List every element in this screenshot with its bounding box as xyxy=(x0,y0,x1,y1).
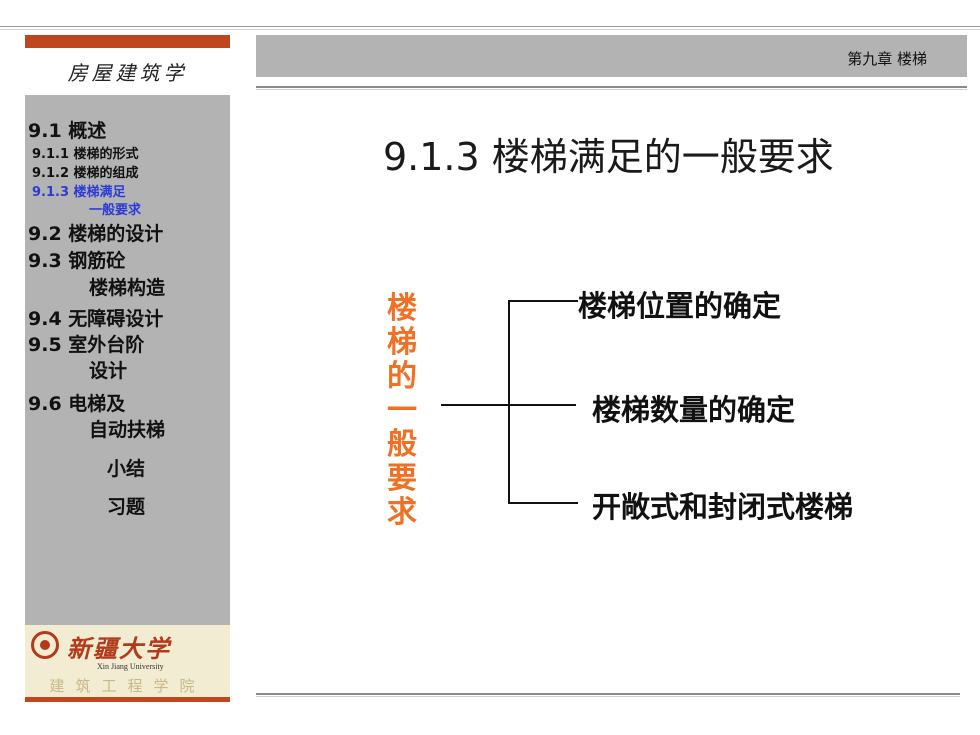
root-char: 要 xyxy=(387,461,417,496)
university-name-en: Xin Jiang University xyxy=(97,662,164,671)
top-rule-secondary xyxy=(0,29,980,30)
nav-item-9-1[interactable]: 9.1 概述 xyxy=(28,120,107,142)
nav-item-9-5-cont[interactable]: 设计 xyxy=(89,360,128,382)
nav-item-9-3[interactable]: 9.3 钢筋砼 xyxy=(28,250,126,272)
root-char: 一 xyxy=(387,393,417,428)
college-name: 建筑工程学院 xyxy=(49,677,206,695)
nav-item-9-1-2[interactable]: 9.1.2 楼梯的组成 xyxy=(32,166,139,181)
nav-item-9-4[interactable]: 9.4 无障碍设计 xyxy=(28,308,164,330)
nav-item-9-1-1[interactable]: 9.1.1 楼梯的形式 xyxy=(32,147,139,162)
root-char: 楼 xyxy=(387,291,417,326)
branch-location: 楼梯位置的确定 xyxy=(578,289,782,323)
nav-item-summary[interactable]: 小结 xyxy=(107,458,146,480)
nav-item-exercises[interactable]: 习题 xyxy=(107,496,146,518)
nav-item-9-1-3-cont[interactable]: 一般要求 xyxy=(89,203,142,218)
slide-title: 9.1.3 楼梯满足的一般要求 xyxy=(383,135,834,179)
university-name-cn: 新疆大学 xyxy=(67,634,171,663)
chapter-label: 第九章 楼梯 xyxy=(847,50,927,68)
university-seal-icon xyxy=(31,631,59,659)
branch-open-closed: 开敞式和封闭式楼梯 xyxy=(592,490,854,524)
bottom-rule xyxy=(256,693,960,695)
branch-quantity: 楼梯数量的确定 xyxy=(592,393,796,427)
root-char: 求 xyxy=(387,495,417,530)
nav-item-9-1-3[interactable]: 9.1.3 楼梯满足 xyxy=(32,185,126,200)
nav-item-9-3-cont[interactable]: 楼梯构造 xyxy=(89,277,166,299)
nav-item-9-2[interactable]: 9.2 楼梯的设计 xyxy=(28,223,164,245)
sidebar-nav: 9.1 概述 9.1.1 楼梯的形式 9.1.2 楼梯的组成 9.1.3 楼梯满… xyxy=(25,95,230,625)
header-rule-secondary xyxy=(256,89,967,90)
header-band: 第九章 楼梯 xyxy=(256,35,967,77)
sidebar-accent-bar xyxy=(25,35,230,48)
nav-item-9-6-cont[interactable]: 自动扶梯 xyxy=(89,419,166,441)
header-rule xyxy=(256,86,967,88)
nav-item-9-6[interactable]: 9.6 电梯及 xyxy=(28,393,126,415)
root-char: 般 xyxy=(387,427,417,462)
nav-item-9-5[interactable]: 9.5 室外台阶 xyxy=(28,334,145,356)
sidebar: 房屋建筑学 9.1 概述 9.1.1 楼梯的形式 9.1.2 楼梯的组成 9.1… xyxy=(25,35,230,702)
university-logo: 新疆大学 Xin Jiang University 建筑工程学院 xyxy=(25,625,230,697)
course-title: 房屋建筑学 xyxy=(25,53,230,93)
top-rule xyxy=(0,26,980,27)
sidebar-bottom-bar xyxy=(25,697,230,702)
bottom-rule-secondary xyxy=(256,696,960,697)
root-label: 楼 梯 的 一 般 要 求 xyxy=(384,292,420,530)
root-char: 梯 xyxy=(387,325,417,360)
root-char: 的 xyxy=(387,359,417,394)
